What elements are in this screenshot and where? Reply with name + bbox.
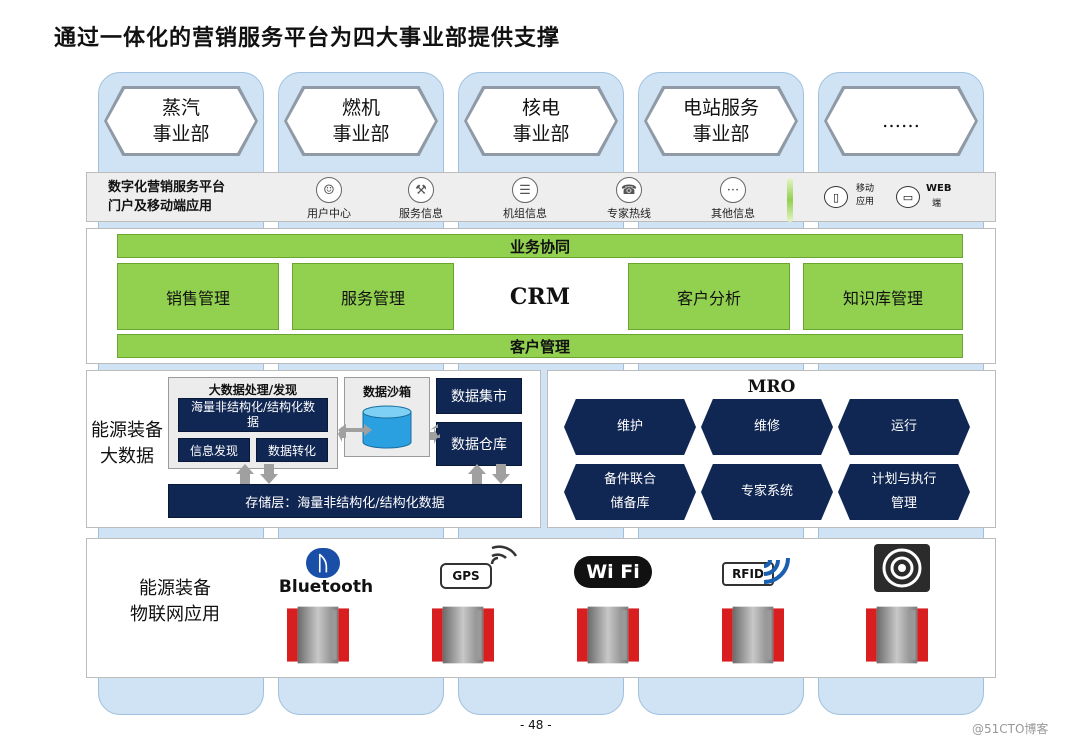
division-more: …… [824,86,978,156]
data-transform-box: 数据转化 [256,438,328,462]
web-label-cn: 端 [932,199,942,209]
monitor-icon: ▭ [896,186,920,208]
mobile-icon: ▯ [824,186,848,208]
division-label: 蒸汽 事业部 [107,89,255,153]
customer-management-bar: 客户管理 [117,334,963,358]
iot-side-label: 能源装备 物联网应用 [130,578,220,625]
portal-item-label: 用户中心 [307,207,351,220]
arrow-left-icon [338,426,346,442]
phone-icon: ☎ [616,177,642,203]
portal-item-label: 服务信息 [399,207,443,220]
gps-logo: GPS [440,563,492,589]
bluetooth-logo: Bluetooth [278,577,374,597]
equipment-unit [432,606,494,664]
arrow-right-icon [430,428,438,444]
mro-title: MRO [747,377,796,397]
signal-waves-icon [490,545,518,565]
division-nuclear: 核电 事业部 [464,86,618,156]
iot-panel [86,538,996,678]
data-mart-box: 数据集市 [436,378,522,414]
mro-maintenance: 维护 [564,399,696,455]
bigdata-side-label: 能源装备 大数据 [91,420,163,467]
mobile-label: 移动 应用 [856,184,875,207]
page-title: 通过一体化的营销服务平台为四大事业部提供支撑 [54,25,561,51]
division-label: 电站服务 事业部 [647,89,795,153]
division-label: 燃机 事业部 [287,89,435,153]
service-management: 服务管理 [292,263,454,330]
equipment-unit [866,606,928,664]
equipment-unit [287,606,349,664]
list-icon: ☰ [512,177,538,203]
division-steam: 蒸汽 事业部 [104,86,258,156]
mro-expert-system: 专家系统 [701,464,833,520]
target-icon [874,544,930,592]
equipment-unit [577,606,639,664]
processing-title: 大数据处理/发现 [208,383,298,397]
separator [787,178,793,222]
wrench-icon: ⚒ [408,177,434,203]
business-collaboration-bar: 业务协同 [117,234,963,258]
sales-management: 销售管理 [117,263,279,330]
more-icon: ··· [720,177,746,203]
crm-label: CRM [509,283,571,310]
wifi-logo: Wi Fi [574,556,652,588]
mro-spare-parts: 备件联合 储备库 [564,464,696,520]
user-icon: ☺ [316,177,342,203]
page-number: - 48 - [520,718,552,732]
data-warehouse-box: 数据仓库 [436,422,522,466]
storage-layer-box: 存储层：海量非结构化/结构化数据 [168,484,522,518]
portal-item-label: 机组信息 [503,207,547,220]
unstructured-data-box: 海量非结构化/结构化数据 [178,398,328,432]
division-power-service: 电站服务 事业部 [644,86,798,156]
division-label: 核电 事业部 [467,89,615,153]
knowledge-base-management: 知识库管理 [803,263,963,330]
portal-label: 数字化营销服务平台 门户及移动端应用 [108,180,226,214]
division-gas-turbine: 燃机 事业部 [284,86,438,156]
portal-item-label: 专家热线 [607,207,651,220]
mro-repair: 维修 [701,399,833,455]
rfid-waves-icon [763,557,790,584]
equipment-unit [722,606,784,664]
sandbox-title: 数据沙箱 [362,385,411,399]
data-flow-arrows [236,424,510,484]
bluetooth-icon: ᚢ [306,548,340,578]
portal-item-label: 其他信息 [711,207,755,220]
info-discovery-box: 信息发现 [178,438,250,462]
web-label: WEB [926,183,952,194]
customer-analysis: 客户分析 [628,263,790,330]
mro-planning: 计划与执行 管理 [838,464,970,520]
watermark: @51CTO博客 [972,722,1049,736]
division-label: …… [827,89,975,153]
database-icon [362,405,412,449]
mro-operation: 运行 [838,399,970,455]
